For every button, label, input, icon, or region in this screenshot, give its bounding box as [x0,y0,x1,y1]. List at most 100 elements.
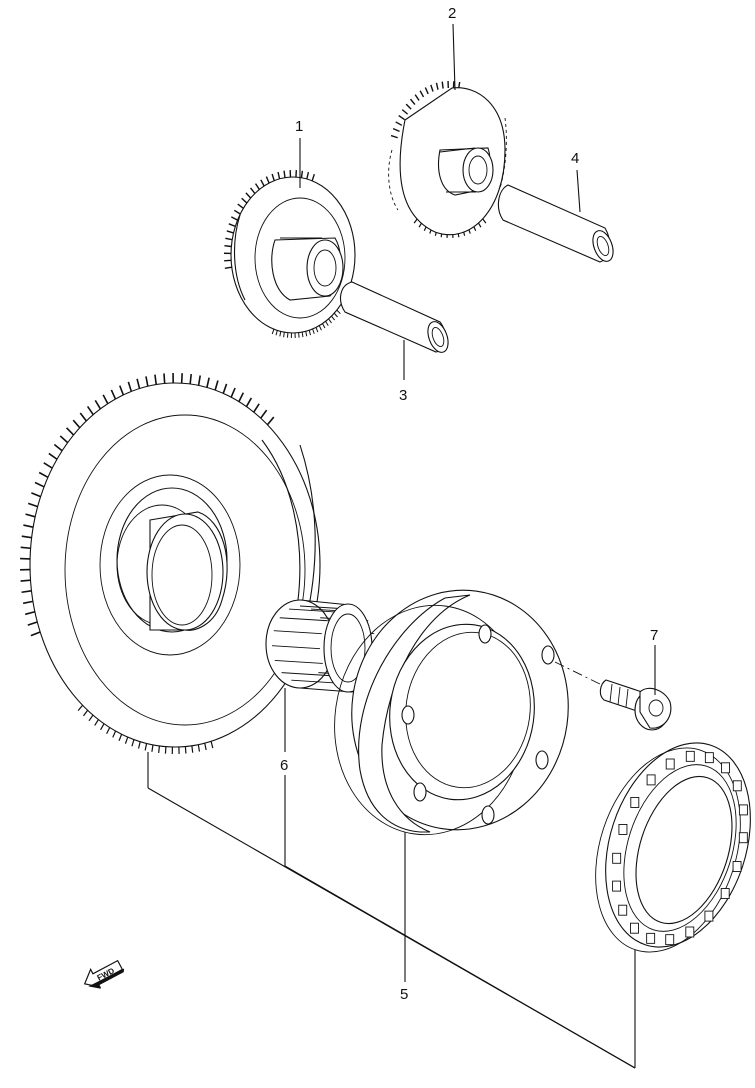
gear-tooth [23,524,34,528]
gear-tooth [333,312,338,318]
fwd-arrow-icon: FWD [83,959,125,989]
gear-tooth [163,373,166,384]
gear-tooth [336,309,341,315]
gear-tooth [145,376,149,387]
gear-tooth [225,237,233,241]
gear-tooth [419,90,425,98]
clutch-rollers [612,750,748,946]
gear-tooth [254,183,260,190]
gear-tooth [106,727,111,735]
gear-tooth [305,331,308,337]
callout-1: 1 [295,118,303,135]
gear-tooth [110,389,117,400]
gear-tooth [21,590,32,594]
gear-tooth [72,419,81,429]
gear-tooth [24,610,36,616]
gear-tooth [118,733,123,741]
gear-tooth [184,746,187,754]
gear-tooth [22,600,34,605]
gear-tooth [124,736,129,744]
gear-tooth [127,381,133,392]
gear-tooth [250,187,256,194]
clutch-roller [704,910,714,922]
clutch-roller [720,888,730,900]
shaft-3 [339,281,449,353]
gear-tooth [65,427,75,436]
gear-tooth [424,87,429,95]
gear-tooth [238,392,245,402]
gear-tooth [30,631,41,637]
bearing-needle [279,617,328,622]
gear-tooth [266,416,275,426]
gear-tooth [137,741,141,749]
gear-tooth [311,173,315,182]
gear-tooth [401,109,409,115]
bearing-needle [272,645,321,650]
gear-tooth [79,412,88,422]
gear-tooth [283,170,286,178]
gear-tooth [131,739,135,747]
clutch-roller [732,861,742,872]
gear-tooth [21,535,32,539]
gear-tooth [441,81,444,89]
gear-tooth [279,331,282,337]
gear-tooth [224,266,232,269]
gear-tooth [228,223,236,228]
bearing-needle [288,608,338,613]
gear-tooth [318,325,322,331]
gear-tooth [308,330,312,336]
gear-tooth [435,82,439,90]
gear-tooth [233,209,241,215]
gear-tooth [301,332,304,338]
gear-tooth [144,743,148,751]
clutch-roller [618,904,628,916]
clutch-roller [629,922,639,934]
gear-tooth [230,216,238,221]
gear-tooth [38,471,49,479]
gear-tooth [224,245,232,248]
gear-tooth [43,462,53,469]
gear-tooth [59,435,69,444]
gear-tooth [20,579,31,582]
clutch-roller [646,774,656,786]
gear-tooth [214,380,219,391]
gear-tooth [395,121,403,126]
callout-3: 3 [399,387,407,404]
gear-tooth [265,176,270,184]
gear-tooth [271,329,275,335]
needle-bearing-6 [265,599,376,693]
gear-tooth [300,170,304,178]
clutch-roller [685,926,695,938]
clutch-roller [732,780,742,792]
gear-tooth [322,323,326,329]
gear-tooth [405,103,412,110]
gear-tooth [34,481,45,488]
gear-tooth [189,373,192,385]
gear-tooth [27,502,38,508]
clutch-roller [665,934,675,946]
gear-tooth [390,134,398,139]
bolt-7 [554,661,672,731]
clutch-roller [685,750,695,762]
gear-tooth [53,443,63,452]
gear-tooth [88,714,94,722]
gear-tooth [31,492,41,498]
bearing-needle [273,630,322,635]
clutch-roller [612,852,622,864]
gear-tooth [331,315,335,321]
gear-tooth [315,327,319,333]
gear-tooth [245,397,253,408]
gear-tooth [27,621,38,626]
clutch-roller [665,758,675,770]
gear-tooth [94,399,102,410]
leader-lines [147,23,656,1069]
bearing-needle [291,679,340,684]
callout-5: 5 [400,986,408,1003]
shaft-4 [497,184,614,263]
gear-tooth [271,173,275,181]
gear-tooth [260,179,265,187]
clutch-roller [738,832,748,844]
gear-tooth [241,197,248,204]
idle-gear-2 [388,81,507,238]
